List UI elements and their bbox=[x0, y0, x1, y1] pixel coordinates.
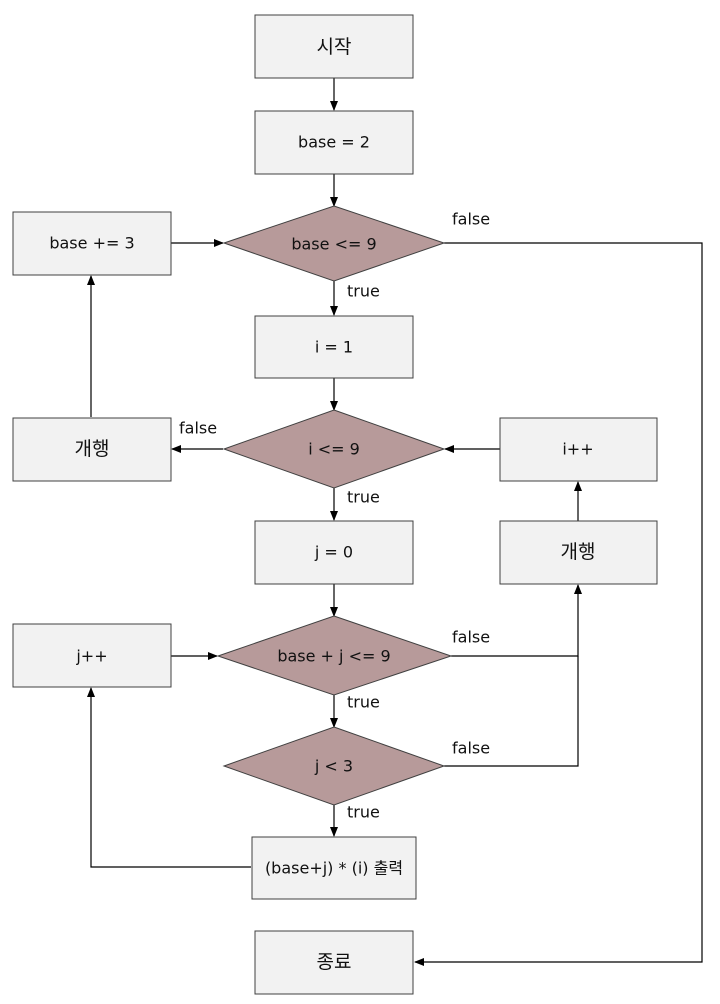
node-newline-inner-label: 개행 bbox=[561, 541, 596, 563]
node-i-inc: i++ bbox=[499, 417, 658, 482]
node-newline-inner: 개행 bbox=[499, 520, 658, 585]
edge-label-i-cond-true: true bbox=[347, 488, 380, 507]
arrow-print-to-j-inc bbox=[87, 687, 251, 868]
node-j-inc-label: j++ bbox=[75, 647, 107, 666]
node-newline-outer-label: 개행 bbox=[75, 438, 110, 460]
node-i-cond-label: i <= 9 bbox=[308, 440, 360, 459]
node-i-cond: i <= 9 bbox=[222, 409, 446, 489]
node-base-init: base = 2 bbox=[254, 110, 414, 175]
node-j-init-label: j = 0 bbox=[314, 543, 353, 562]
node-i-inc-label: i++ bbox=[562, 440, 593, 459]
edge-label-base-cond-true: true bbox=[347, 282, 380, 301]
node-i-init: i = 1 bbox=[254, 315, 414, 379]
edge-label-sum-cond-true: true bbox=[347, 693, 380, 712]
arrow-j-cond-false-to-newline bbox=[444, 656, 579, 767]
node-base-inc-label: base += 3 bbox=[49, 234, 134, 253]
edge-label-j-cond-false: false bbox=[452, 739, 490, 758]
node-i-init-label: i = 1 bbox=[315, 338, 353, 357]
node-j-init: j = 0 bbox=[254, 520, 414, 585]
node-base-inc: base += 3 bbox=[12, 211, 172, 276]
node-print-label: (base+j) * (i) 출력 bbox=[265, 859, 403, 878]
node-j-cond: j < 3 bbox=[222, 726, 446, 806]
arrow-base-cond-false-to-end bbox=[414, 242, 703, 966]
node-base-cond-label: base <= 9 bbox=[291, 235, 376, 254]
node-end-label: 종료 bbox=[317, 951, 352, 973]
edge-label-base-cond-false: false bbox=[452, 210, 490, 229]
node-start-label: 시작 bbox=[317, 36, 352, 58]
node-j-cond-label: j < 3 bbox=[314, 757, 353, 776]
node-sum-cond: base + j <= 9 bbox=[216, 615, 453, 696]
node-newline-outer: 개행 bbox=[12, 417, 172, 482]
node-base-init-label: base = 2 bbox=[298, 133, 370, 152]
node-base-cond: base <= 9 bbox=[222, 205, 446, 282]
edge-label-i-cond-false: false bbox=[179, 419, 217, 438]
node-start: 시작 bbox=[254, 14, 414, 79]
edge-label-j-cond-true: true bbox=[347, 803, 380, 822]
node-end: 종료 bbox=[254, 930, 414, 995]
connectors bbox=[87, 78, 703, 966]
node-sum-cond-label: base + j <= 9 bbox=[277, 647, 390, 666]
edge-label-sum-cond-false: false bbox=[452, 628, 490, 647]
node-j-inc: j++ bbox=[12, 623, 172, 688]
node-print: (base+j) * (i) 출력 bbox=[251, 836, 417, 900]
